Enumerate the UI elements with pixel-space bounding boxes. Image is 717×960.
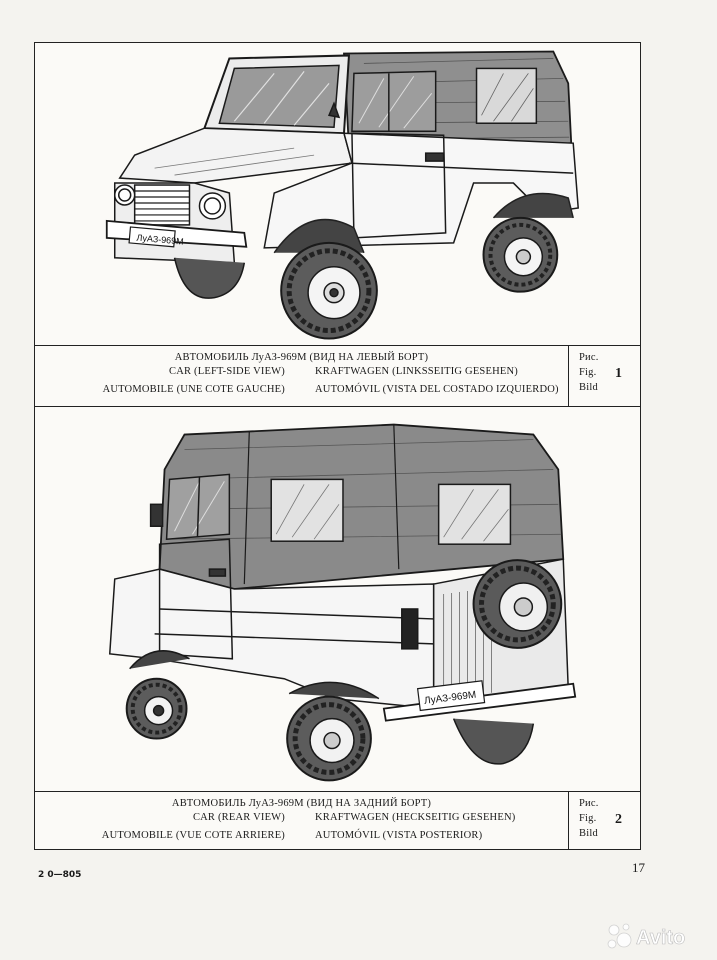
- figure-1-caption-es: AUTOMÓVIL (VISTA DEL COSTADO IZQUIERDO): [315, 384, 559, 395]
- print-code: 2 0—805: [38, 870, 82, 880]
- page-number: 17: [632, 860, 645, 875]
- car-left-side-drawing: ЛуАЗ-969М: [105, 50, 580, 340]
- avito-logo-icon: Avito: [607, 923, 686, 949]
- figure-2-label-en: Fig.: [579, 813, 597, 824]
- figure-1-label-de: Bild: [579, 382, 598, 393]
- figure-2-caption-ru: АВТОМОБИЛЬ ЛуАЗ-969М (ВИД НА ЗАДНИЙ БОРТ…: [171, 798, 432, 809]
- avito-watermark: Avito: [604, 918, 714, 954]
- figure-2-caption: АВТОМОБИЛЬ ЛуАЗ-969М (ВИД НА ЗАДНИЙ БОРТ…: [35, 791, 640, 849]
- figure-1-caption: АВТОМОБИЛЬ ЛуАЗ-969М (ВИД НА ЛЕВЫЙ БОРТ)…: [35, 345, 640, 407]
- watermark-text: Avito: [636, 927, 685, 949]
- figure-2-label-ru: Рис.: [579, 798, 599, 809]
- figure-1-caption-de: KRAFTWAGEN (LINKSSEITIG GESEHEN): [315, 366, 518, 377]
- figure-2-illustration: ЛуАЗ-969М: [35, 409, 640, 791]
- figure-1-caption-ru: АВТОМОБИЛЬ ЛуАЗ-969М (ВИД НА ЛЕВЫЙ БОРТ): [174, 352, 429, 363]
- figure-1-plate-text: ЛуАЗ-969М: [136, 233, 184, 247]
- figure-1-number: 1: [615, 366, 623, 381]
- figure-1-caption-fr: AUTOMOBILE (UNE COTE GAUCHE): [102, 384, 285, 395]
- caption-divider: [568, 792, 569, 849]
- figure-1-illustration: ЛуАЗ-969М: [35, 43, 640, 345]
- figure-2-caption-en: CAR (REAR VIEW): [192, 812, 285, 823]
- page-frame: ЛуАЗ-969М АВТОМОБИЛЬ ЛуАЗ-969М (ВИД НА Л…: [34, 42, 641, 850]
- figure-2-number: 2: [615, 812, 623, 827]
- caption-divider: [568, 346, 569, 406]
- figure-1-label-ru: Рис.: [579, 352, 599, 363]
- figure-2-caption-es: AUTOMÓVIL (VISTA POSTERIOR): [315, 830, 483, 841]
- car-rear-view-drawing: ЛуАЗ-969М: [108, 423, 577, 782]
- figure-1-caption-en: CAR (LEFT-SIDE VIEW): [169, 366, 285, 377]
- figure-2-label-de: Bild: [579, 828, 598, 839]
- figure-1-labels: Рис. Fig. Bild: [579, 350, 599, 395]
- figure-2-caption-de: KRAFTWAGEN (HECKSEITIG GESEHEN): [315, 812, 516, 823]
- figure-2-labels: Рис. Fig. Bild: [579, 796, 599, 841]
- figure-1-label-en: Fig.: [579, 367, 597, 378]
- figure-2-caption-fr: AUTOMOBILE (VUE COTE ARRIERE): [101, 830, 285, 841]
